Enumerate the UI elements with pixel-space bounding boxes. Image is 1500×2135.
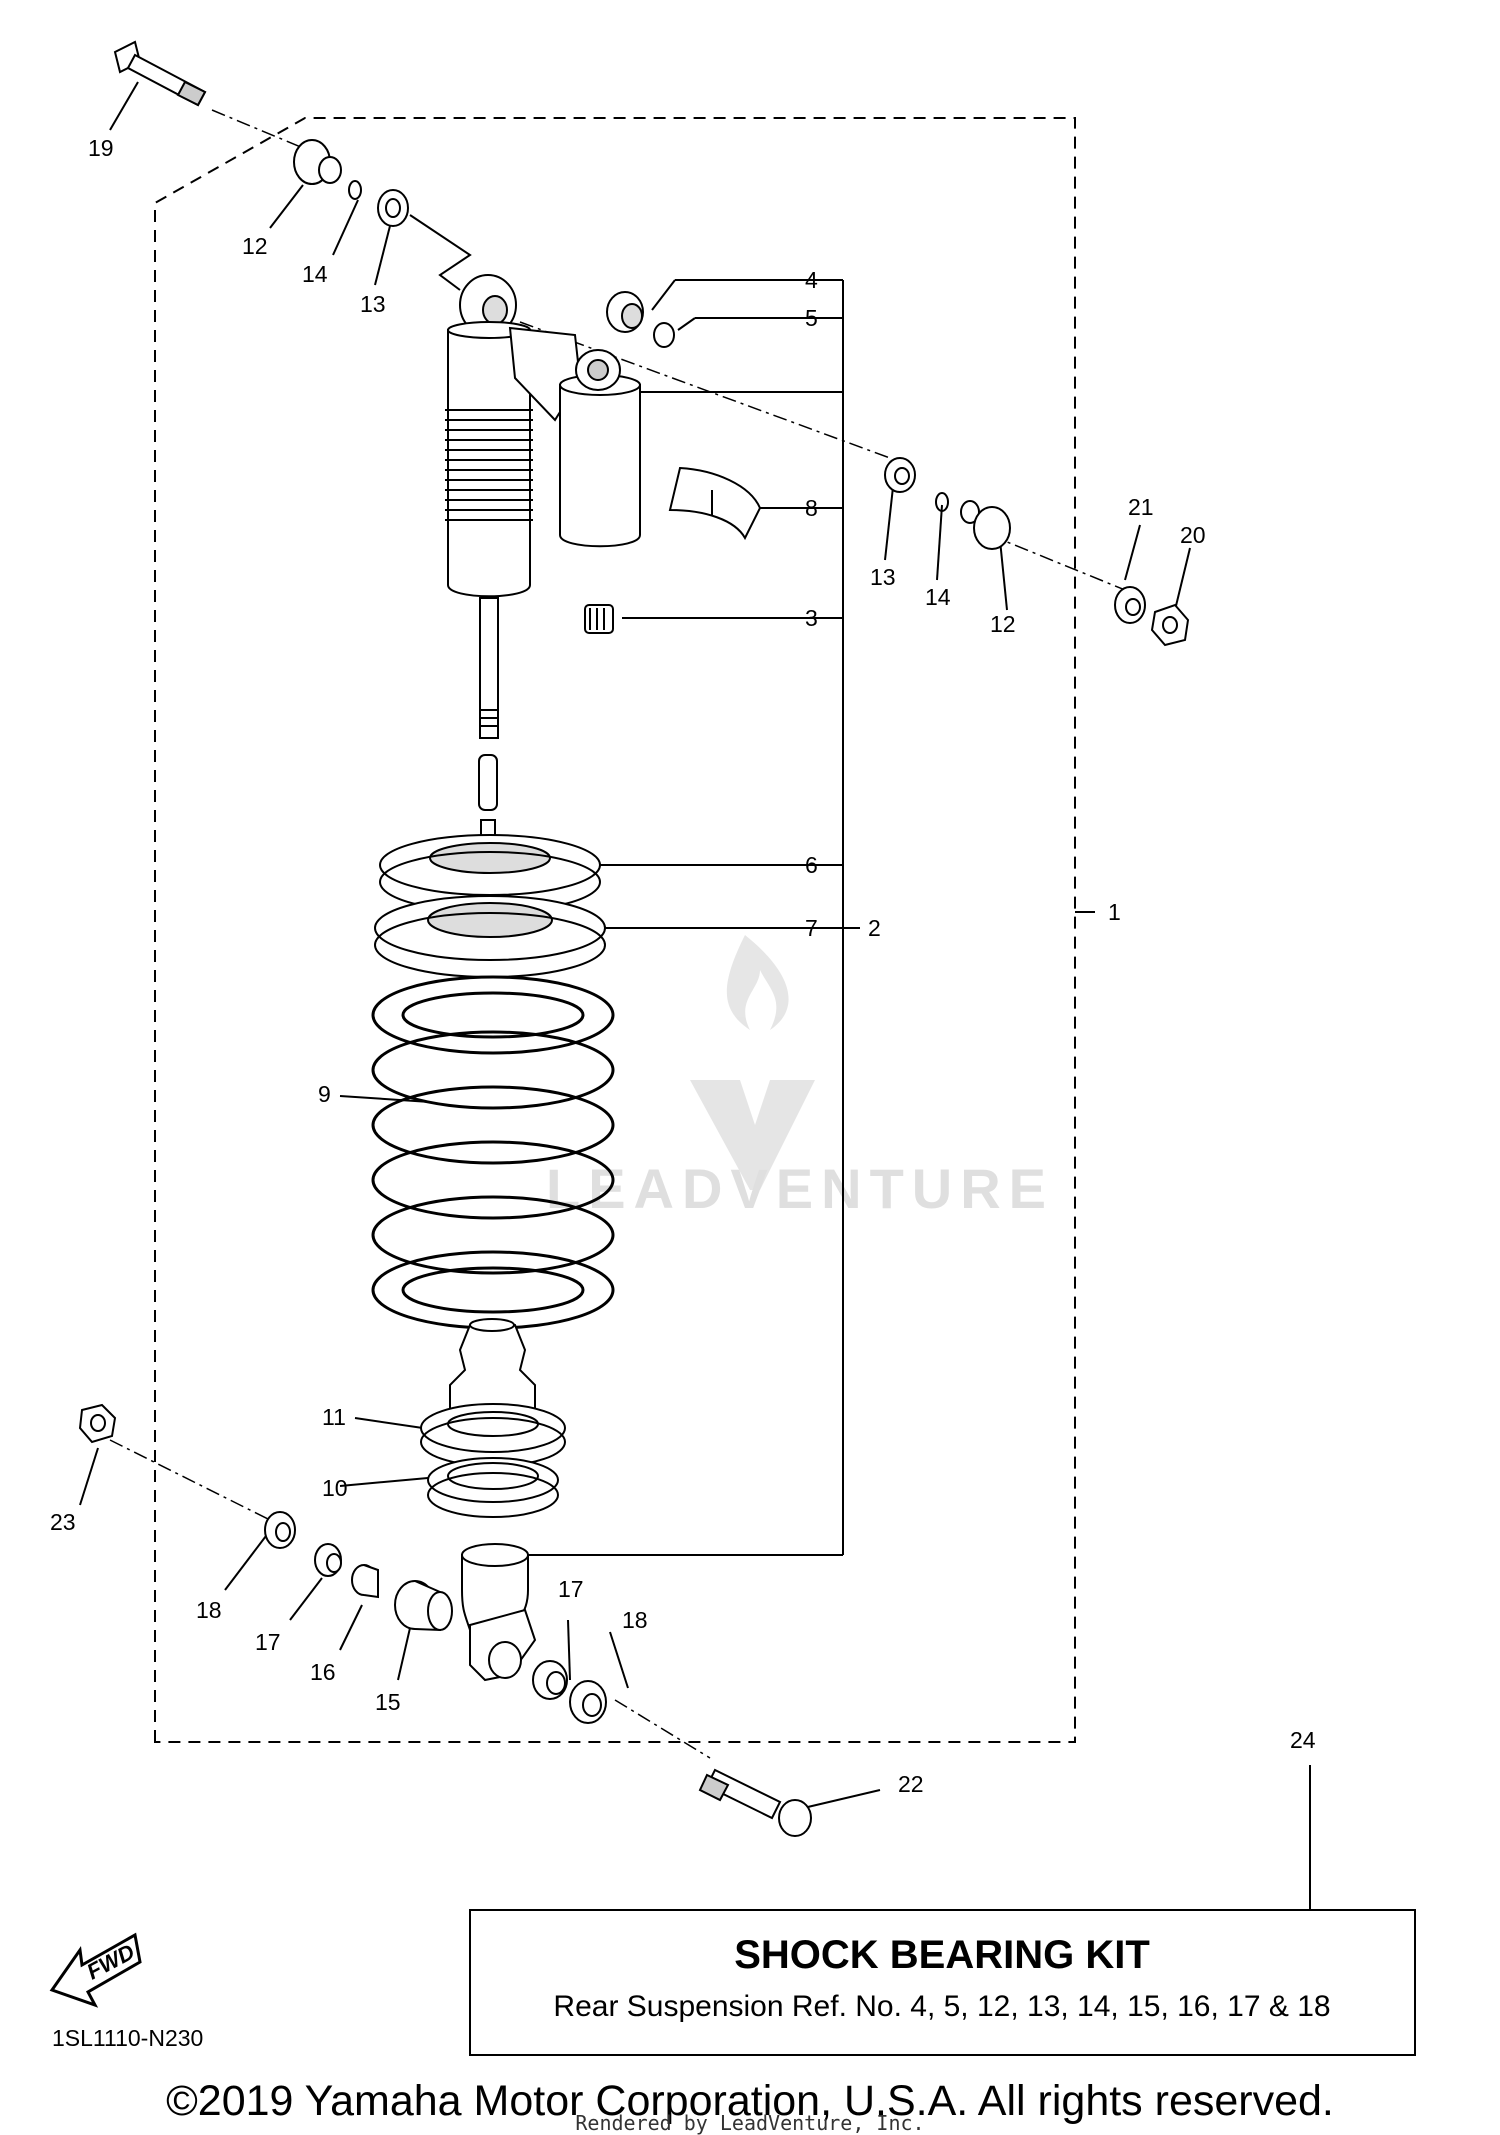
callout-14-right: 14 <box>925 584 951 610</box>
valve-cap-3 <box>584 604 614 634</box>
band-8 <box>668 466 762 541</box>
callout-4: 4 <box>805 267 818 293</box>
bushing-17-right <box>532 1660 568 1700</box>
nut-23 <box>78 1403 117 1444</box>
callout-13-right: 13 <box>870 564 896 590</box>
leadventure-watermark: LEADVENTURE <box>546 935 1054 1220</box>
circlip-5 <box>653 322 675 348</box>
bolt-19 <box>113 40 207 107</box>
forward-arrow-icon: FWD <box>49 1932 142 2008</box>
callout-20: 20 <box>1180 522 1206 548</box>
spring-seat-11 <box>420 1403 566 1467</box>
callout-16: 16 <box>310 1659 336 1685</box>
callout-10: 10 <box>322 1475 348 1501</box>
callout-21: 21 <box>1128 494 1154 520</box>
callout-9: 9 <box>318 1081 331 1107</box>
callout-7: 7 <box>805 915 818 941</box>
copyright-text: ©2019 Yamaha Motor Corporation, U.S.A. A… <box>166 2077 1334 2125</box>
rendered-by-text: Rendered by LeadVenture, Inc. <box>575 2111 924 2135</box>
callout-12-upper: 12 <box>242 233 268 259</box>
shock-absorber-body <box>409 214 641 739</box>
locknut-7 <box>374 895 606 978</box>
washer-21 <box>1114 586 1146 624</box>
collar-18-left <box>264 1511 296 1549</box>
bolt-22 <box>698 1768 812 1837</box>
callout-numbers: 1 2 3 4 5 6 7 8 9 10 11 12 12 13 13 14 1… <box>50 135 1316 1797</box>
shock-bearing-kit-box: SHOCK BEARING KIT Rear Suspension Ref. N… <box>469 1909 1416 2056</box>
callout-11: 11 <box>322 1404 346 1430</box>
callout-12-right: 12 <box>990 611 1016 637</box>
collar-12-right <box>960 500 1011 550</box>
bushing-17-left <box>314 1543 342 1577</box>
callout-17-right: 17 <box>558 1576 584 1602</box>
callout-24: 24 <box>1290 1727 1316 1753</box>
bearing-15 <box>394 1580 453 1632</box>
callout-23: 23 <box>50 1509 76 1535</box>
collar-12-upper <box>293 139 342 185</box>
bump-rubber <box>449 1318 536 1411</box>
collar-18-right <box>569 1680 607 1724</box>
spring-guide-10 <box>427 1457 559 1518</box>
callout-18-right: 18 <box>622 1607 648 1633</box>
alignment-axes <box>109 109 1131 1759</box>
bushing-16 <box>351 1564 379 1599</box>
callout-3: 3 <box>805 605 818 631</box>
seal-13-upper <box>377 189 409 227</box>
lower-clevis <box>461 1543 537 1682</box>
callout-8: 8 <box>805 495 818 521</box>
callout-5: 5 <box>805 305 818 331</box>
callout-2: 2 <box>868 915 881 941</box>
assembly-boundary <box>154 117 1076 1743</box>
callout-6: 6 <box>805 852 818 878</box>
leader-lines <box>79 81 1311 1910</box>
collar-4 <box>606 291 644 333</box>
callout-22: 22 <box>898 1771 924 1797</box>
kit-title: SHOCK BEARING KIT <box>734 1933 1150 1977</box>
kit-subtitle: Rear Suspension Ref. No. 4, 5, 12, 13, 1… <box>553 1990 1330 2023</box>
oring-14-upper <box>348 180 362 200</box>
callout-17-left: 17 <box>255 1629 281 1655</box>
subassembly-bracket <box>800 279 1095 1555</box>
callout-1: 1 <box>1108 899 1121 925</box>
callout-18-left: 18 <box>196 1597 222 1623</box>
spring-9 <box>371 975 615 1330</box>
oring-14-right <box>935 492 949 512</box>
callout-14-upper: 14 <box>302 261 328 287</box>
diagram-code: 1SL1110-N230 <box>52 2025 203 2051</box>
callout-19: 19 <box>88 135 114 161</box>
nut-20 <box>1150 603 1190 647</box>
seal-13-right <box>884 457 916 493</box>
callout-13-upper: 13 <box>360 291 386 317</box>
callout-15: 15 <box>375 1689 401 1715</box>
watermark-text: LEADVENTURE <box>546 1157 1054 1220</box>
